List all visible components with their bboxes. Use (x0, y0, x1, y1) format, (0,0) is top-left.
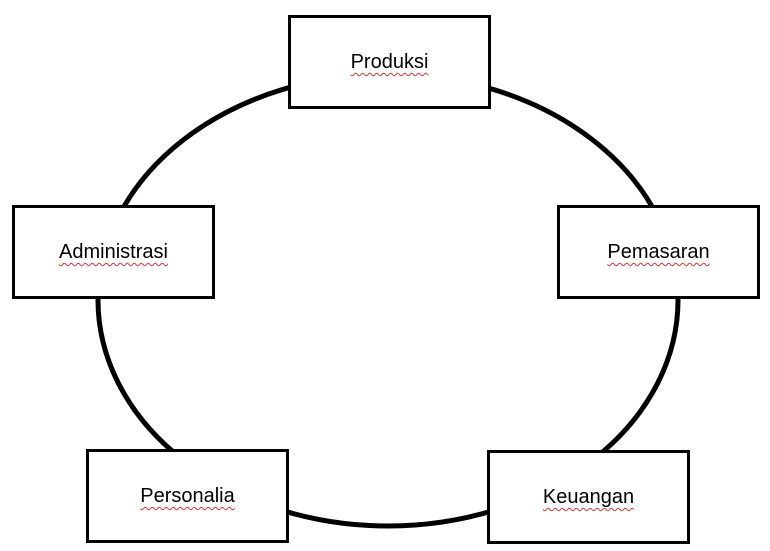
node-pemasaran-label: Pemasaran (607, 241, 710, 263)
node-personalia-label: Personalia (140, 485, 235, 507)
node-administrasi-label: Administrasi (59, 241, 168, 263)
node-produksi: Produksi (288, 15, 491, 109)
node-produksi-label: Produksi (350, 51, 429, 73)
node-pemasaran: Pemasaran (557, 205, 760, 299)
node-keuangan: Keuangan (487, 450, 690, 544)
node-personalia: Personalia (86, 449, 289, 543)
node-administrasi: Administrasi (12, 205, 215, 299)
node-keuangan-label: Keuangan (542, 486, 635, 508)
